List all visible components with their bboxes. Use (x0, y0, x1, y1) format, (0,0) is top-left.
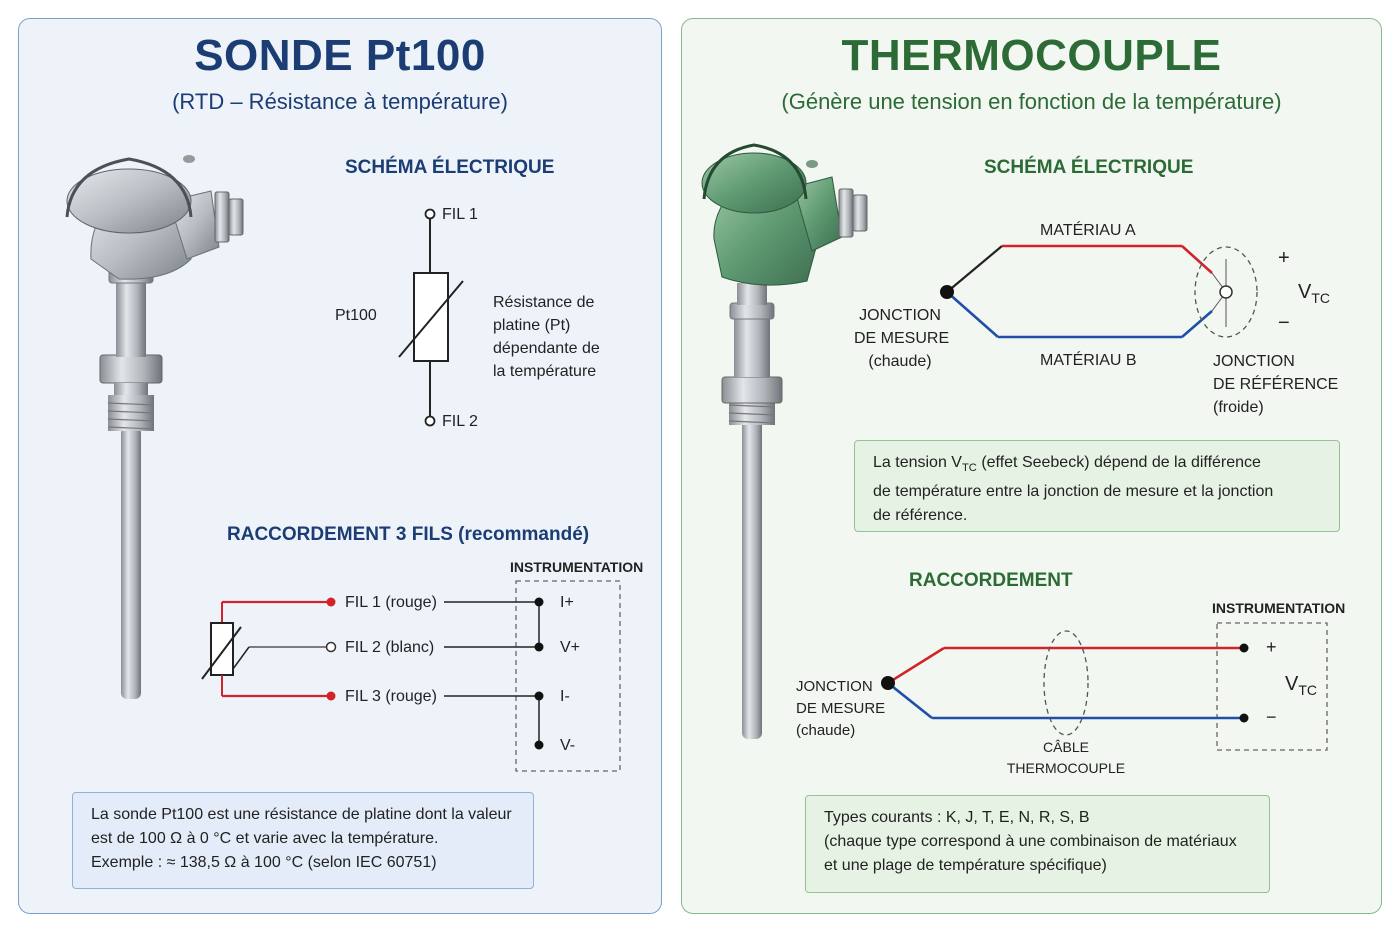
vtc-v: V (1298, 281, 1312, 303)
wire-3-label: FIL 3 (rouge) (345, 688, 437, 705)
reference-junction-line-1: JONCTION (1213, 353, 1295, 370)
seebeck-note-line-3: de référence. (873, 507, 968, 525)
material-b-label: MATÉRIAU B (1040, 352, 1137, 369)
wire-2-label: FIL 2 (blanc) (345, 639, 435, 656)
thermocouple-types-note: Types courants : K, J, T, E, N, R, S, B … (805, 795, 1270, 893)
measure-junction-label: JONCTION DE MESURE (chaude) (854, 304, 950, 373)
terminal-i-minus: I- (560, 688, 570, 705)
seebeck-line1-b: (effet Seebeck) dépend de la différence (976, 454, 1261, 471)
types-note-line-2: (chaque type correspond à une combinaiso… (824, 833, 1237, 850)
thermocouple-schema-title: SCHÉMA ÉLECTRIQUE (984, 157, 1194, 178)
terminal-v-minus: V- (560, 737, 576, 754)
pt100-instrumentation-label: INSTRUMENTATION (510, 559, 644, 575)
measure-junction-2-label: JONCTION DE MESURE (chaude) (796, 676, 885, 742)
seebeck-note-line-1: La tension VTC (effet Seebeck) dépend de… (873, 451, 1321, 480)
cable-label-line-1: CÂBLE (1043, 739, 1089, 755)
types-note-line-3: et une plage de température spécifique) (824, 857, 1107, 874)
reference-junction-line-3: (froide) (1213, 399, 1264, 416)
terminal-v-plus: V+ (560, 639, 581, 656)
measure-junction-line-3: (chaude) (868, 353, 932, 370)
measure-junction-line-2: DE MESURE (854, 330, 950, 347)
pt100-panel: SONDE Pt100 (RTD – Résistance à températ… (18, 18, 662, 914)
thermocouple-subtitle: (Génère une tension en fonction de la te… (781, 89, 1282, 114)
thermocouple-title: THERMOCOUPLE (841, 31, 1222, 80)
pt100-graphics (65, 155, 621, 772)
seebeck-line1-a: La tension V (873, 454, 962, 471)
thermocouple-probe-image (701, 143, 868, 739)
pt100-schematic (398, 208, 464, 427)
pt100-note-line-2: est de 100 Ω à 0 °C et varie avec la tem… (91, 830, 439, 847)
seebeck-note: La tension VTC (effet Seebeck) dépend de… (854, 440, 1340, 532)
measure-junction-line-1: JONCTION (859, 307, 941, 324)
measure-junction-2-line-3: (chaude) (796, 722, 856, 739)
resistance-desc-3: dépendante de (493, 340, 600, 357)
pt100-label: Pt100 (335, 307, 377, 324)
types-note-line-1: Types courants : K, J, T, E, N, R, S, B (824, 809, 1090, 826)
reference-junction-label: JONCTION DE RÉFÉRENCE (froide) (1213, 350, 1338, 419)
thermocouple-graphics (701, 143, 1328, 751)
thermocouple-panel: THERMOCOUPLE (Génère une tension en fonc… (681, 18, 1382, 914)
tc-instrumentation-label: INSTRUMENTATION (1212, 600, 1346, 616)
pt100-subtitle: (RTD – Résistance à température) (172, 89, 508, 114)
resistance-desc-2: platine (Pt) (493, 317, 571, 334)
pt100-schema-title: SCHÉMA ÉLECTRIQUE (345, 157, 555, 178)
vtc-minus-sign: − (1278, 312, 1290, 334)
measure-junction-2-line-1: JONCTION (796, 678, 873, 695)
pt100-title: SONDE Pt100 (194, 31, 486, 80)
tc-vtc-v: V (1285, 673, 1299, 695)
fil1-label: FIL 1 (442, 206, 478, 223)
resistance-desc-4: la température (493, 363, 597, 380)
pt100-probe-image (65, 155, 244, 699)
tc-vtc-subscript: TC (1298, 682, 1318, 698)
pt100-info-note: La sonde Pt100 est une résistance de pla… (72, 792, 534, 889)
measure-junction-2-line-2: DE MESURE (796, 700, 886, 717)
material-a-label: MATÉRIAU A (1040, 222, 1136, 239)
thermocouple-connection-diagram (881, 622, 1328, 751)
tc-vtc-label: VTC (1285, 673, 1317, 702)
fil2-label: FIL 2 (442, 413, 478, 430)
seebeck-line1-sub: TC (961, 462, 977, 475)
vtc-voltage-label: VTC (1298, 281, 1330, 310)
three-wire-title: RACCORDEMENT 3 FILS (recommandé) (227, 524, 590, 545)
pt100-note-line-3: Exemple : ≈ 138,5 Ω à 100 °C (selon IEC … (91, 854, 437, 871)
thermocouple-schematic (940, 244, 1258, 339)
vtc-plus-sign: + (1278, 247, 1290, 269)
tc-terminal-plus: + (1266, 637, 1277, 657)
cable-label: CÂBLE THERMOCOUPLE (1002, 737, 1130, 779)
wire-1-label: FIL 1 (rouge) (345, 594, 437, 611)
seebeck-note-line-2: de température entre la jonction de mesu… (873, 483, 1274, 501)
reference-junction-line-2: DE RÉFÉRENCE (1213, 376, 1339, 393)
resistance-desc-1: Résistance de (493, 294, 595, 311)
thermocouple-connection-title: RACCORDEMENT (909, 570, 1073, 591)
three-wire-diagram (201, 580, 621, 772)
cable-label-line-2: THERMOCOUPLE (1006, 760, 1126, 776)
vtc-subscript: TC (1311, 290, 1331, 306)
terminal-i-plus: I+ (560, 594, 574, 611)
tc-terminal-minus: − (1266, 707, 1277, 727)
pt100-note-line-1: La sonde Pt100 est une résistance de pla… (91, 806, 512, 823)
